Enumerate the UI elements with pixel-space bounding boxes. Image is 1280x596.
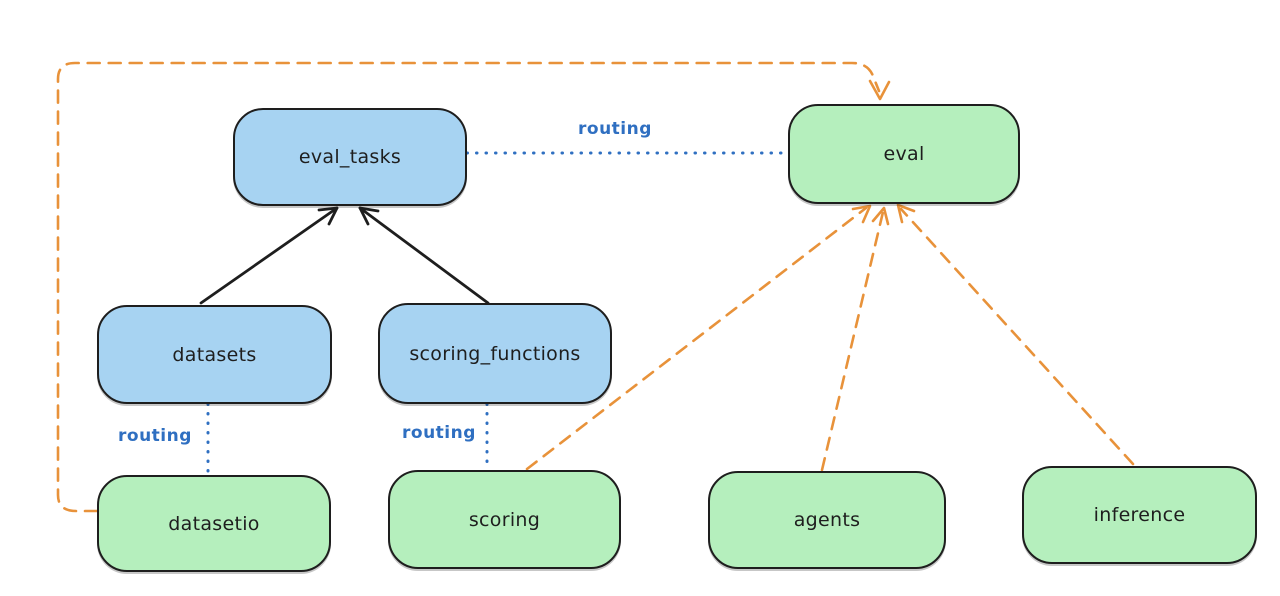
routing-label-scoring-functions-scoring: routing xyxy=(402,423,476,443)
node-agents-label: agents xyxy=(793,509,861,531)
edge-agents-to-eval-dashed xyxy=(820,206,890,472)
edge-scoring-to-eval-dashed xyxy=(525,204,872,471)
node-eval-tasks-label: eval_tasks xyxy=(298,146,402,168)
routing-label-datasets-datasetio: routing xyxy=(118,426,192,446)
node-eval: eval xyxy=(788,104,1020,204)
node-inference-label: inference xyxy=(1093,504,1186,526)
edge-inference-to-eval-dashed xyxy=(896,203,1135,466)
node-scoring-functions: scoring_functions xyxy=(378,303,612,404)
edge-scoring-functions-to-eval-tasks xyxy=(358,206,490,305)
node-datasetio-label: datasetio xyxy=(168,512,260,535)
routing-label-eval-tasks-eval: routing xyxy=(578,119,652,139)
edge-datasetio-to-eval-dashed xyxy=(56,61,881,513)
node-scoring-functions-label: scoring_functions xyxy=(409,342,581,365)
node-datasets-label: datasets xyxy=(172,343,257,366)
arrowhead-datasetio-to-eval xyxy=(868,79,891,101)
node-agents: agents xyxy=(708,471,946,569)
node-datasets: datasets xyxy=(97,305,332,404)
node-inference: inference xyxy=(1022,466,1257,564)
node-eval-label: eval xyxy=(883,143,925,165)
edge-datasets-to-eval-tasks xyxy=(199,206,339,305)
node-datasetio: datasetio xyxy=(97,475,331,572)
node-scoring: scoring xyxy=(388,470,621,569)
node-eval-tasks: eval_tasks xyxy=(233,108,467,206)
node-scoring-label: scoring xyxy=(468,508,541,531)
